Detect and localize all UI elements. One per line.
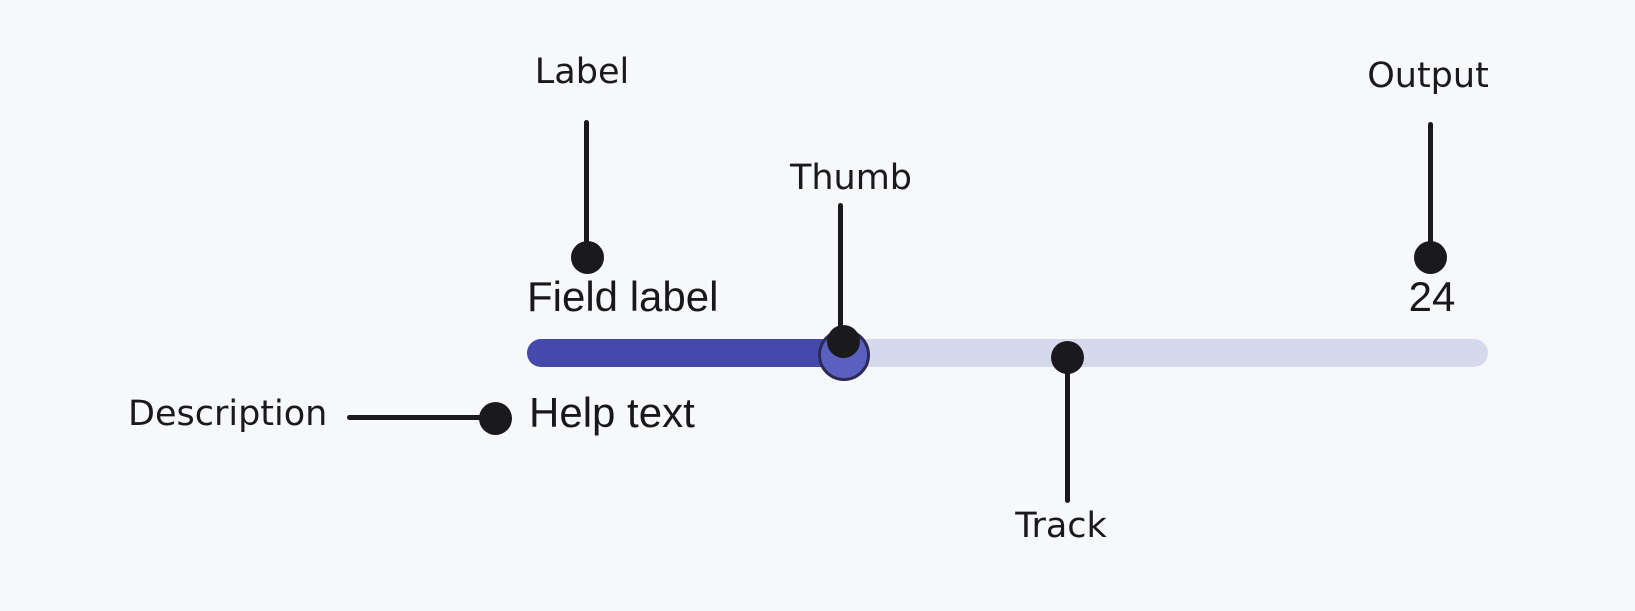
annotation-description-dot xyxy=(479,402,512,435)
slider-track[interactable] xyxy=(527,329,1488,381)
annotation-output-text: Output xyxy=(1367,56,1489,96)
annotation-output-line xyxy=(1428,122,1433,246)
annotation-thumb-dot xyxy=(827,325,860,358)
slider-help-text: Help text xyxy=(529,389,695,436)
annotation-label-dot xyxy=(571,241,604,274)
annotation-track-text: Track xyxy=(1015,506,1107,546)
annotation-track-dot xyxy=(1051,341,1084,374)
slider-track-fill xyxy=(527,339,845,367)
slider-output-value: 24 xyxy=(1408,273,1456,320)
annotation-output-dot xyxy=(1414,241,1447,274)
annotation-thumb-line xyxy=(838,203,843,331)
slider-field-label: Field label xyxy=(527,273,719,320)
annotation-track-line xyxy=(1065,372,1070,503)
annotation-label-text: Label xyxy=(534,52,630,92)
annotation-thumb-text: Thumb xyxy=(789,158,913,198)
annotation-description-line xyxy=(347,415,483,420)
annotation-label-line xyxy=(584,120,589,246)
annotation-description-text: Description xyxy=(128,394,328,434)
